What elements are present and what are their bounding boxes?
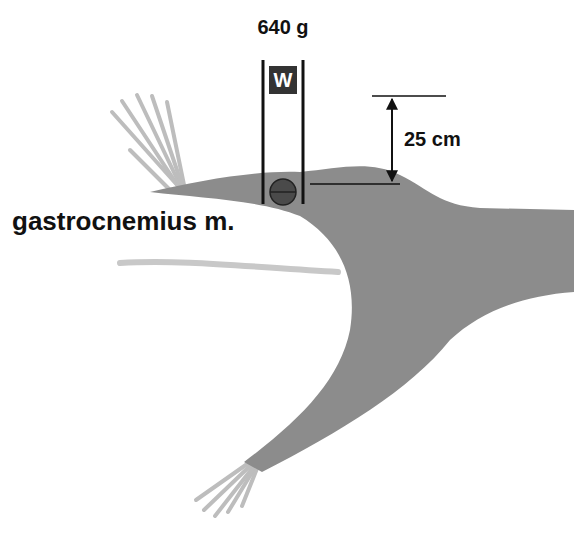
weight-symbol: W [274, 70, 293, 90]
muscle-attachment [270, 179, 296, 205]
toes-upper [112, 95, 184, 190]
toes-lower [196, 462, 258, 516]
muscle-label: gastrocnemius m. [12, 207, 235, 236]
dimension-label: 25 cm [404, 128, 461, 150]
support-rod [302, 60, 305, 204]
mass-label: 640 g [257, 16, 308, 38]
dimension-line [372, 95, 446, 97]
attachment-line [270, 191, 296, 193]
dimension-line [310, 183, 400, 185]
weight-box: W [269, 66, 297, 94]
dimension-arrow [391, 99, 393, 181]
sciatic-nerve [120, 262, 338, 272]
support-rod [262, 60, 265, 204]
